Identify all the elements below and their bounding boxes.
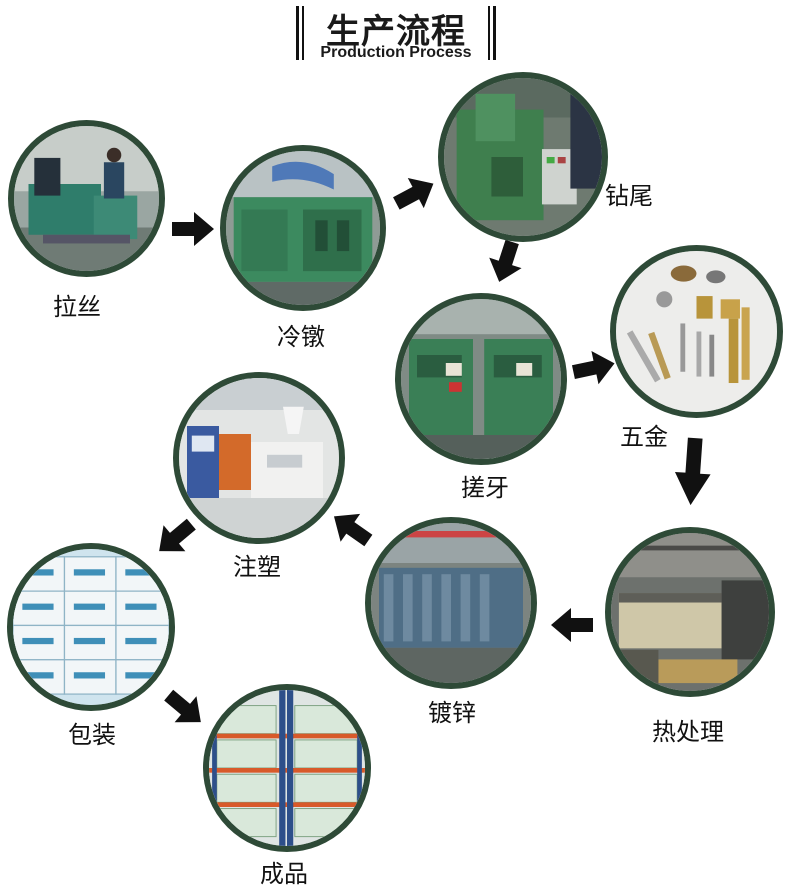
step-label-thread-rolling: 搓牙 bbox=[461, 474, 509, 502]
step-label-wire-drawing: 拉丝 bbox=[53, 293, 101, 321]
step-photo-injection-molding bbox=[173, 372, 345, 544]
step-label-heat-treatment: 热处理 bbox=[652, 718, 724, 746]
step-photo-wire-drawing bbox=[8, 120, 165, 277]
step-photo-finished-product bbox=[203, 684, 371, 852]
thread-rolling-photo bbox=[401, 299, 561, 459]
title-chinese: 生产流程 bbox=[326, 12, 466, 52]
step-photo-thread-rolling bbox=[395, 293, 567, 465]
step-label-injection-molding: 注塑 bbox=[233, 553, 281, 581]
title-bar-left-thin bbox=[302, 6, 304, 60]
wire-drawing-photo bbox=[14, 126, 159, 271]
step-label-galvanizing: 镀锌 bbox=[428, 699, 476, 727]
step-photo-cold-heading bbox=[220, 145, 386, 311]
injection-molding-photo bbox=[179, 378, 339, 538]
packaging-photo bbox=[13, 549, 169, 705]
step-label-finished-product: 成品 bbox=[260, 860, 308, 888]
cold-heading-photo bbox=[226, 151, 380, 305]
title-english: Production Process bbox=[320, 44, 472, 61]
step-label-hardware: 五金 bbox=[620, 423, 668, 451]
arrow-4-to-5 bbox=[569, 346, 619, 389]
arrow-5-to-6 bbox=[672, 436, 714, 507]
heat-treatment-photo bbox=[611, 533, 769, 691]
title-bar-right-thin bbox=[488, 6, 490, 60]
step-photo-heat-treatment bbox=[605, 527, 775, 697]
arrow-3-to-4 bbox=[483, 236, 529, 288]
title-bar-right bbox=[493, 6, 496, 60]
step-label-drill-tail: 钻尾 bbox=[605, 182, 653, 210]
title-bar-left bbox=[296, 6, 299, 60]
finished-product-photo bbox=[209, 690, 365, 846]
hardware-photo bbox=[616, 251, 777, 412]
step-photo-packaging bbox=[7, 543, 175, 711]
step-label-cold-heading: 冷镦 bbox=[277, 323, 325, 351]
arrow-6-to-7 bbox=[551, 608, 593, 642]
arrow-2-to-3 bbox=[388, 168, 442, 219]
step-photo-galvanizing bbox=[365, 517, 537, 689]
step-photo-drill-tail bbox=[438, 72, 608, 242]
galvanizing-photo bbox=[371, 523, 531, 683]
drill-tail-photo bbox=[444, 78, 602, 236]
step-label-packaging: 包装 bbox=[68, 721, 116, 749]
step-photo-hardware bbox=[610, 245, 783, 418]
arrow-1-to-2 bbox=[172, 212, 214, 246]
diagram-title: 生产流程 Production Process bbox=[292, 2, 500, 64]
